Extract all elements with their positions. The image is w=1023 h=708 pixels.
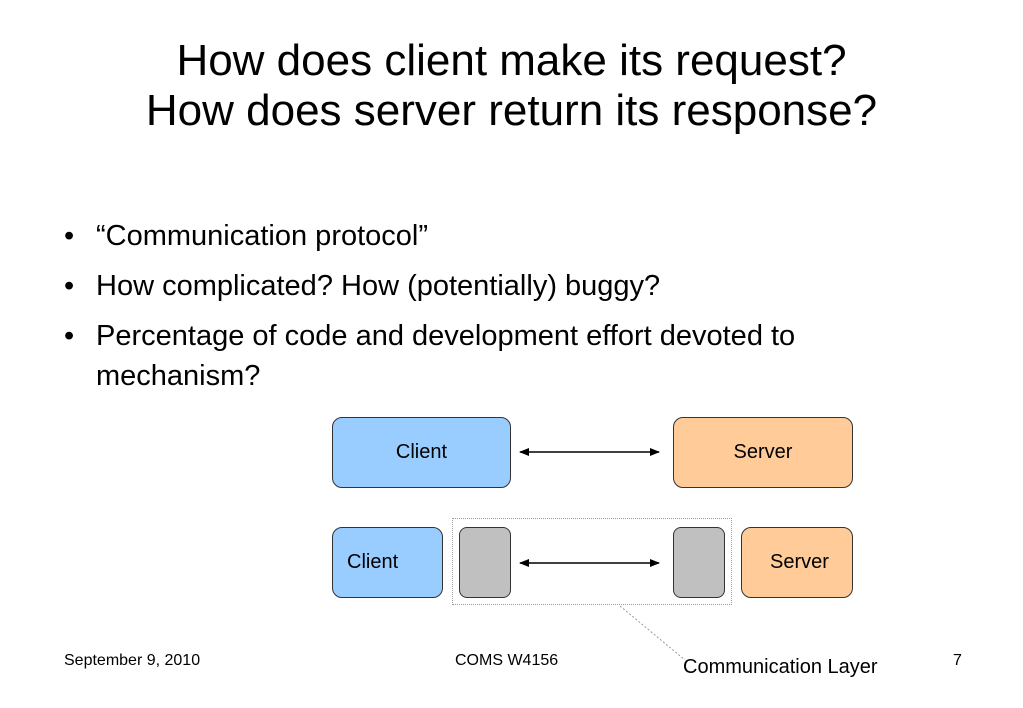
server-box-layered: Server	[741, 527, 853, 598]
client-box-layered: Client	[332, 527, 443, 598]
slide-title-line-1: How does client make its request?	[176, 36, 847, 85]
bullet-item: • “Communication protocol”	[64, 216, 964, 256]
footer-course: COMS W4156	[455, 652, 559, 669]
footer-date: September 9, 2010	[64, 652, 201, 669]
bullet-marker: •	[64, 270, 75, 302]
client-box-direct: Client	[332, 417, 511, 488]
slide-title-line-2: How does server return its response?	[145, 86, 878, 135]
client-label: Client	[395, 441, 448, 463]
server-stub-box	[673, 527, 725, 598]
bullet-marker: •	[64, 220, 75, 252]
server-box-direct: Server	[673, 417, 853, 488]
bullet-text: Percentage of code and development effor…	[96, 320, 796, 392]
client-label: Client	[347, 551, 399, 573]
slide-title: How does client make its request? How do…	[0, 36, 1023, 136]
bullet-marker: •	[64, 320, 75, 352]
bullet-list: • “Communication protocol” • How complic…	[64, 216, 964, 406]
client-stub-box	[459, 527, 511, 598]
server-label: Server	[733, 441, 793, 463]
communication-layer-label: Communication Layer	[683, 656, 878, 678]
bullet-text: How complicated? How (potentially) buggy…	[96, 270, 661, 302]
callout-leader-line	[619, 605, 686, 661]
bullet-item: • How complicated? How (potentially) bug…	[64, 266, 964, 306]
bullet-item: • Percentage of code and development eff…	[64, 316, 964, 396]
page-number: 7	[953, 652, 962, 669]
server-label: Server	[770, 551, 829, 573]
bullet-text: “Communication protocol”	[96, 220, 429, 252]
communication-layer-frame	[452, 518, 732, 605]
